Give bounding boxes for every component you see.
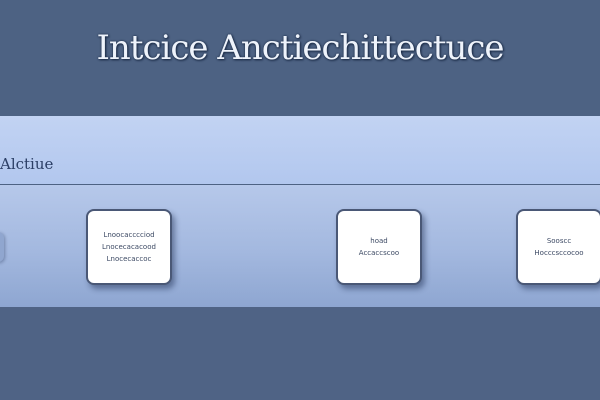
node-2-line-1: hoad (370, 237, 388, 245)
node-1[interactable]: Lnoocacccciod Lnocecacacood Lnocecaccoc (86, 209, 172, 285)
bottom-band (0, 307, 600, 400)
node-1-line-2: Lnocecacacood (102, 243, 156, 251)
header-band (0, 116, 600, 184)
lane-edge-marker (0, 232, 4, 262)
node-2[interactable]: hoad Accaccscoo (336, 209, 422, 285)
band-label: Alctiue (0, 155, 54, 173)
node-3-line-2: Hocccsccocoo (534, 249, 584, 257)
diagram-title: Intcice Anctiechittectuce (96, 28, 504, 68)
node-1-line-3: Lnocecaccoc (106, 255, 152, 263)
node-2-line-2: Accaccscoo (358, 249, 400, 257)
node-1-line-1: Lnoocacccciod (103, 231, 155, 239)
node-3-line-1: Sooscc (546, 237, 572, 245)
node-3[interactable]: Sooscc Hocccsccocoo (516, 209, 600, 285)
